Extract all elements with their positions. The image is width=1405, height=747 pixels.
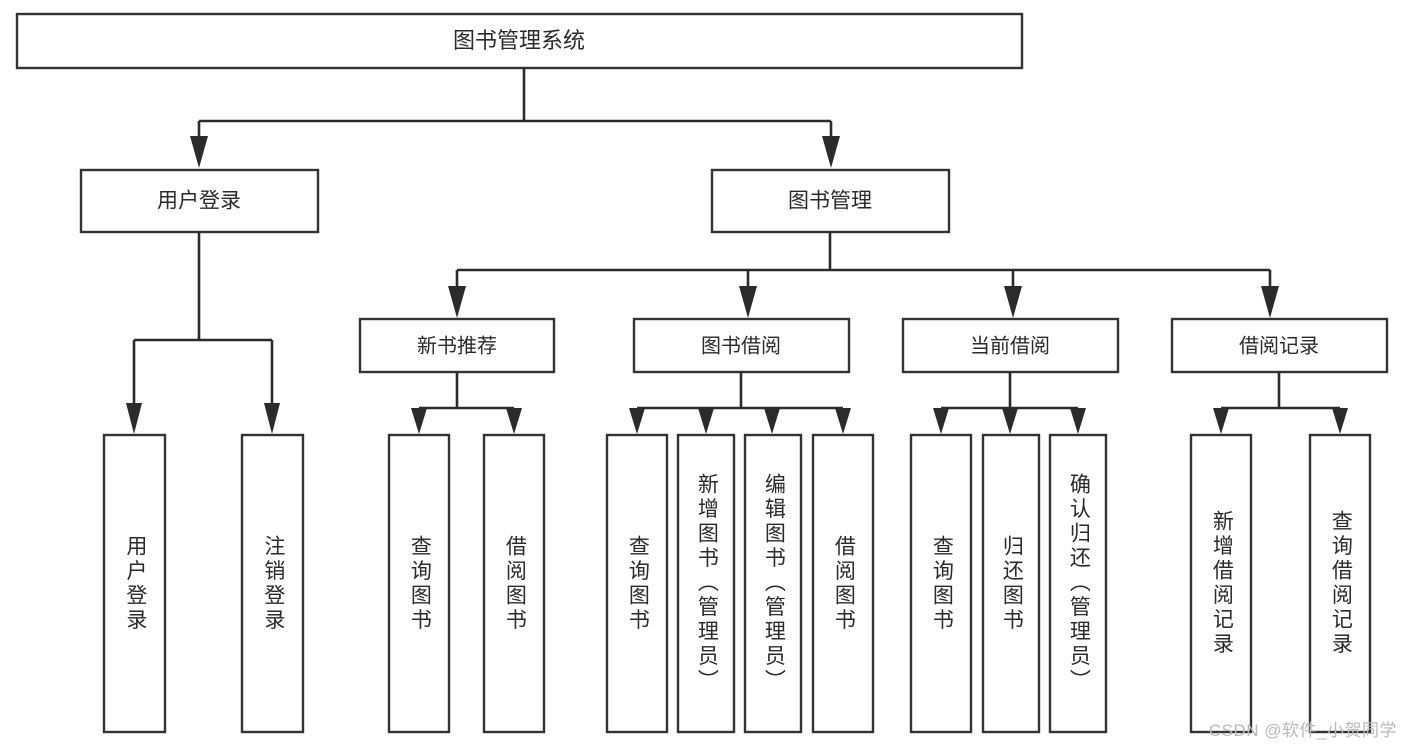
new-book-recommend-label: 新书推荐 bbox=[417, 334, 497, 357]
leaf-box-book-borrow-3[interactable] bbox=[743, 433, 803, 734]
leaf-box-current-borrow-3[interactable] bbox=[1048, 433, 1108, 734]
user-login-label: 用户登录 bbox=[157, 190, 241, 213]
node-user-login[interactable]: 用户登录 bbox=[79, 168, 320, 234]
leaf-box-new-book-2[interactable] bbox=[482, 433, 546, 734]
leaf-box-user-login-2[interactable] bbox=[240, 433, 305, 734]
arrow-icon-root-to-user-login bbox=[190, 136, 208, 168]
node-book-borrow[interactable]: 图书借阅 bbox=[632, 317, 851, 374]
arrow-icon-new-book-leaf-1 bbox=[411, 408, 427, 434]
node-borrow-record[interactable]: 借阅记录 bbox=[1170, 317, 1389, 374]
arrow-icon-current-borrow-leaf-2 bbox=[1002, 408, 1018, 434]
arrow-icon-borrow-record-leaf-1 bbox=[1213, 408, 1229, 434]
book-management-label: 图书管理 bbox=[788, 190, 872, 213]
leaf-box-borrow-record-2[interactable] bbox=[1308, 433, 1372, 734]
leaf-box-borrow-record-1[interactable] bbox=[1189, 433, 1253, 734]
leaf-box-current-borrow-1[interactable] bbox=[909, 433, 973, 734]
csdn-watermark: CSDN @软件_小贺同学 bbox=[1208, 721, 1397, 740]
arrow-icon-user-login-leaf-1 bbox=[126, 403, 142, 434]
arrow-icon-current-borrow-leaf-3 bbox=[1070, 408, 1086, 434]
leaf-box-current-borrow-2[interactable] bbox=[981, 433, 1041, 734]
node-current-borrow[interactable]: 当前借阅 bbox=[901, 317, 1120, 374]
node-book-management[interactable]: 图书管理 bbox=[710, 168, 951, 234]
node-root[interactable]: 图书管理系统 bbox=[15, 12, 1024, 70]
leaf-box-user-login-1[interactable] bbox=[102, 433, 167, 734]
borrow-record-box[interactable] bbox=[1170, 317, 1389, 374]
arrow-icon-borrow-record-leaf-2 bbox=[1332, 408, 1348, 434]
arrow-icon-book-borrow-leaf-1 bbox=[629, 408, 645, 434]
book-management-box[interactable] bbox=[710, 168, 951, 234]
current-borrow-box[interactable] bbox=[901, 317, 1120, 374]
borrow-record-label: 借阅记录 bbox=[1239, 334, 1319, 357]
node-new-book-recommend[interactable]: 新书推荐 bbox=[358, 317, 556, 374]
root-box[interactable] bbox=[15, 12, 1024, 70]
arrow-icon-to-new-book-recommend bbox=[448, 286, 466, 318]
current-borrow-label: 当前借阅 bbox=[970, 334, 1050, 357]
new-book-recommend-box[interactable] bbox=[358, 317, 556, 374]
arrow-icon-to-book-borrow bbox=[739, 286, 757, 318]
leaf-box-book-borrow-2[interactable] bbox=[676, 433, 736, 734]
arrow-icon-to-borrow-record bbox=[1261, 286, 1279, 318]
arrow-icon-book-borrow-leaf-4 bbox=[835, 408, 851, 434]
book-borrow-label: 图书借阅 bbox=[701, 334, 781, 357]
leaf-box-new-book-1[interactable] bbox=[387, 433, 451, 734]
root-label: 图书管理系统 bbox=[453, 28, 585, 53]
leaf-box-book-borrow-1[interactable] bbox=[605, 433, 669, 734]
leaf-box-book-borrow-4[interactable] bbox=[811, 433, 875, 734]
arrow-icon-to-current-borrow bbox=[1004, 286, 1022, 318]
arrow-icon-current-borrow-leaf-1 bbox=[933, 408, 949, 434]
book-borrow-box[interactable] bbox=[632, 317, 851, 374]
arrow-icon-book-borrow-leaf-2 bbox=[698, 408, 714, 434]
arrow-icon-root-to-book-mgmt bbox=[822, 136, 840, 168]
arrow-icon-book-borrow-leaf-3 bbox=[764, 408, 780, 434]
arrow-icon-user-login-leaf-2 bbox=[264, 403, 280, 434]
arrow-icon-new-book-leaf-2 bbox=[506, 408, 522, 434]
